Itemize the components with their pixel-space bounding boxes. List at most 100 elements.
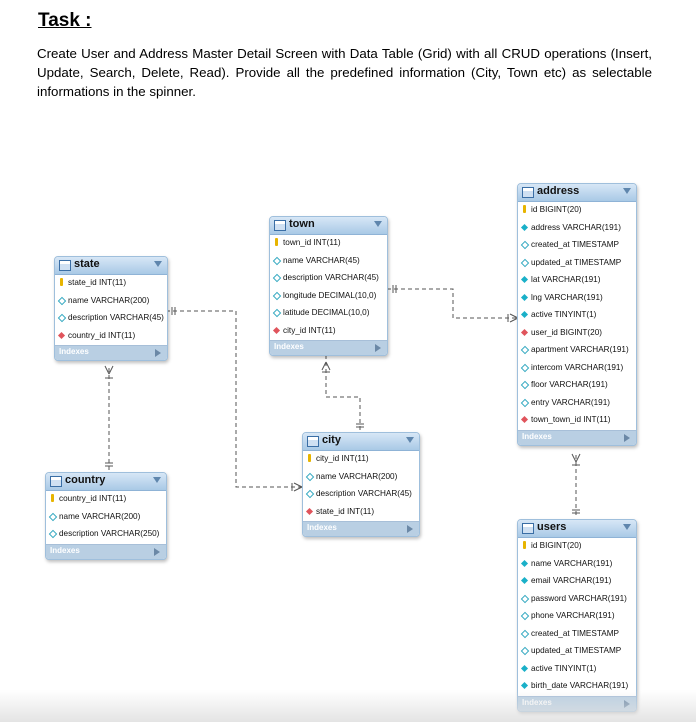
column-row[interactable]: lat VARCHAR(191) bbox=[518, 272, 636, 290]
collapse-icon[interactable] bbox=[374, 221, 382, 227]
indexes-section[interactable]: Indexes bbox=[270, 340, 387, 355]
column-row[interactable]: town_id INT(11) bbox=[270, 235, 387, 253]
column-label: address VARCHAR(191) bbox=[531, 222, 621, 232]
column-row[interactable]: updated_at TIMESTAMP bbox=[518, 255, 636, 273]
indexes-label: Indexes bbox=[522, 697, 552, 707]
indexes-section[interactable]: Indexes bbox=[303, 521, 419, 536]
task-description: Create User and Address Master Detail Sc… bbox=[37, 46, 652, 99]
table-header[interactable]: town bbox=[270, 217, 387, 235]
table-icon bbox=[50, 476, 62, 487]
collapse-icon[interactable] bbox=[153, 477, 161, 483]
column-row[interactable]: active TINYINT(1) bbox=[518, 307, 636, 325]
column-row[interactable]: name VARCHAR(45) bbox=[270, 253, 387, 271]
table-header[interactable]: address bbox=[518, 184, 636, 202]
column-label: active TINYINT(1) bbox=[531, 663, 597, 673]
expand-icon[interactable] bbox=[154, 547, 160, 556]
table-icon bbox=[59, 260, 71, 271]
indexes-section[interactable]: Indexes bbox=[518, 695, 636, 711]
table-state[interactable]: state state_id INT(11) name VARCHAR(200) d… bbox=[54, 256, 168, 361]
column-row[interactable]: state_id INT(11) bbox=[55, 275, 167, 293]
not-null-column-icon bbox=[520, 664, 529, 672]
column-row[interactable]: name VARCHAR(200) bbox=[303, 469, 419, 487]
primary-key-icon bbox=[523, 205, 526, 213]
table-header[interactable]: users bbox=[518, 520, 636, 538]
column-row[interactable]: email VARCHAR(191) bbox=[518, 573, 636, 591]
table-name: country bbox=[65, 474, 106, 486]
column-row[interactable]: name VARCHAR(200) bbox=[46, 509, 166, 527]
column-label: name VARCHAR(200) bbox=[68, 295, 150, 305]
column-row[interactable]: created_at TIMESTAMP bbox=[518, 237, 636, 255]
nullable-column-icon bbox=[48, 512, 58, 521]
column-row[interactable]: password VARCHAR(191) bbox=[518, 591, 636, 609]
table-header[interactable]: state bbox=[55, 257, 167, 275]
table-header[interactable]: country bbox=[46, 473, 166, 491]
column-row[interactable]: name VARCHAR(191) bbox=[518, 556, 636, 574]
expand-icon[interactable] bbox=[624, 699, 630, 708]
mark-address-many bbox=[507, 313, 519, 323]
column-row[interactable]: country_id INT(11) bbox=[46, 491, 166, 509]
column-row[interactable]: description VARCHAR(250) bbox=[46, 526, 166, 544]
table-town[interactable]: town town_id INT(11)name VARCHAR(45)desc… bbox=[269, 216, 388, 356]
column-row[interactable]: active TINYINT(1) bbox=[518, 661, 636, 679]
column-row[interactable]: city_id INT(11) bbox=[270, 323, 387, 341]
mark-town-many bbox=[321, 361, 331, 373]
column-label: name VARCHAR(200) bbox=[316, 471, 398, 481]
expand-icon[interactable] bbox=[407, 525, 413, 533]
connector-town-address bbox=[387, 288, 518, 319]
column-row[interactable]: longitude DECIMAL(10,0) bbox=[270, 288, 387, 306]
indexes-section[interactable]: Indexes bbox=[55, 345, 167, 360]
collapse-icon[interactable] bbox=[623, 524, 631, 530]
column-row[interactable]: description VARCHAR(45) bbox=[270, 270, 387, 288]
collapse-icon[interactable] bbox=[406, 437, 414, 443]
column-row[interactable]: birth_date VARCHAR(191) bbox=[518, 678, 636, 696]
column-row[interactable]: updated_at TIMESTAMP bbox=[518, 643, 636, 661]
table-header[interactable]: city bbox=[303, 433, 419, 451]
table-name: address bbox=[537, 185, 580, 197]
column-label: id BIGINT(20) bbox=[531, 541, 582, 550]
nullable-column-icon bbox=[520, 240, 530, 250]
indexes-section[interactable]: Indexes bbox=[518, 429, 636, 445]
column-row[interactable]: city_id INT(11) bbox=[303, 451, 419, 469]
expand-icon[interactable] bbox=[624, 433, 630, 442]
column-row[interactable]: name VARCHAR(200) bbox=[55, 293, 167, 311]
primary-key-icon bbox=[60, 278, 63, 286]
column-row[interactable]: user_id BIGINT(20) bbox=[518, 325, 636, 343]
not-null-column-icon bbox=[520, 293, 529, 301]
column-row[interactable]: description VARCHAR(45) bbox=[55, 310, 167, 328]
column-row[interactable]: id BIGINT(20) bbox=[518, 202, 636, 220]
column-label: phone VARCHAR(191) bbox=[531, 611, 615, 620]
table-city[interactable]: city city_id INT(11) name VARCHAR(200) des… bbox=[302, 432, 420, 537]
collapse-icon[interactable] bbox=[623, 188, 631, 194]
collapse-icon[interactable] bbox=[154, 261, 162, 267]
column-row[interactable]: lng VARCHAR(191) bbox=[518, 290, 636, 308]
foreign-key-icon bbox=[520, 328, 529, 336]
column-row[interactable]: town_town_id INT(11) bbox=[518, 412, 636, 430]
column-row[interactable]: intercom VARCHAR(191) bbox=[518, 360, 636, 378]
mark-city-one bbox=[356, 423, 364, 428]
table-users[interactable]: users id BIGINT(20) name VARCHAR(191) emai… bbox=[517, 519, 637, 712]
column-row[interactable]: latitude DECIMAL(10,0) bbox=[270, 305, 387, 323]
column-label: apartment VARCHAR(191) bbox=[531, 345, 629, 354]
indexes-section[interactable]: Indexes bbox=[46, 543, 166, 559]
table-country[interactable]: country country_id INT(11)name VARCHAR(2… bbox=[45, 472, 167, 560]
column-row[interactable]: floor VARCHAR(191) bbox=[518, 377, 636, 395]
expand-icon[interactable] bbox=[155, 349, 161, 357]
table-icon bbox=[274, 220, 286, 231]
column-row[interactable]: address VARCHAR(191) bbox=[518, 220, 636, 238]
table-address[interactable]: address id BIGINT(20) address VARCHAR(191… bbox=[517, 183, 637, 446]
expand-icon[interactable] bbox=[375, 344, 381, 352]
column-row[interactable]: country_id INT(11) bbox=[55, 328, 167, 346]
not-null-column-icon bbox=[520, 576, 529, 585]
column-row[interactable]: state_id INT(11) bbox=[303, 504, 419, 522]
nullable-column-icon bbox=[305, 489, 315, 499]
column-row[interactable]: phone VARCHAR(191) bbox=[518, 608, 636, 626]
nullable-column-icon bbox=[57, 296, 67, 305]
column-row[interactable]: id BIGINT(20) bbox=[518, 538, 636, 556]
column-row[interactable]: created_at TIMESTAMP bbox=[518, 626, 636, 644]
primary-key-icon bbox=[523, 541, 526, 549]
column-row[interactable]: description VARCHAR(45) bbox=[303, 486, 419, 504]
column-label: email VARCHAR(191) bbox=[531, 576, 612, 585]
column-row[interactable]: entry VARCHAR(191) bbox=[518, 395, 636, 413]
column-row[interactable]: apartment VARCHAR(191) bbox=[518, 342, 636, 360]
primary-key-icon bbox=[51, 494, 54, 502]
